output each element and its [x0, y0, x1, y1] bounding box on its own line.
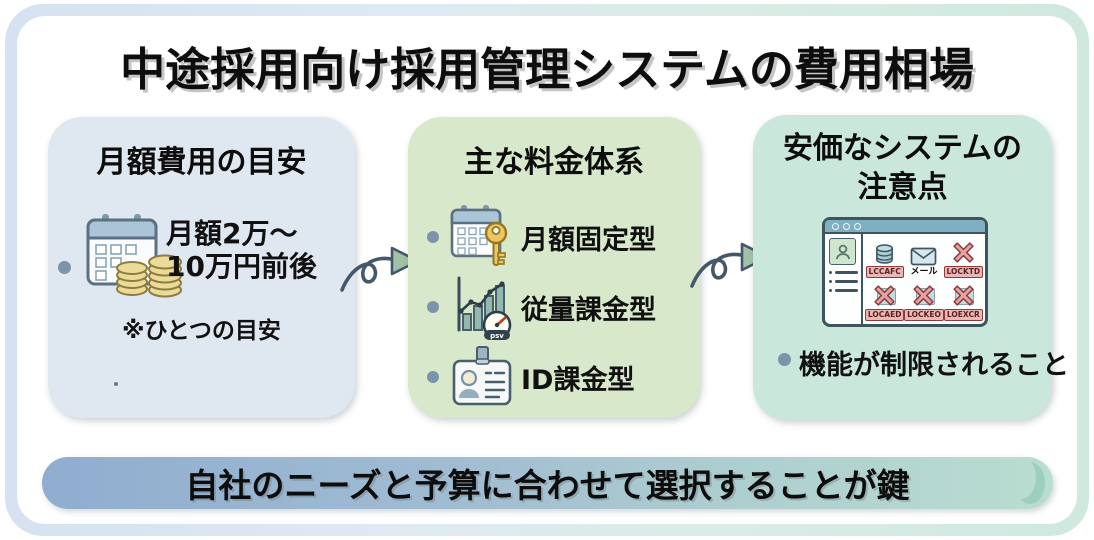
caution-bullet-text: 機能が制限されること	[799, 350, 1069, 381]
pricing-item-label: 従量課金型	[521, 294, 656, 326]
bullet-dot	[427, 371, 439, 383]
feature-label: LCCAFC	[865, 266, 904, 278]
window-dot-icon	[832, 222, 839, 230]
calendar-key-icon	[450, 205, 508, 266]
x-mark-icon	[874, 285, 895, 306]
x-mark-icon	[913, 285, 935, 306]
window-sidebar	[825, 234, 863, 324]
sidebar-list-item	[829, 289, 858, 292]
panel-caution: 安価なシステムの 注意点	[753, 115, 1069, 420]
bullet-dot	[427, 301, 439, 313]
chart-gauge-icon: psv	[457, 276, 512, 340]
squiggle-arrow-icon	[340, 246, 420, 292]
x-mark-icon	[953, 242, 974, 263]
caution-title-line-2: 注意点	[857, 170, 948, 205]
feature-label: LOEXCR	[943, 309, 983, 321]
page-title: 中途採用向け採用管理システムの費用相場	[120, 43, 974, 96]
feature-database: LCCAFC	[865, 236, 904, 278]
mail-icon	[911, 247, 937, 266]
pricing-item-label: 月額固定型	[521, 224, 656, 256]
app-window-illustration: LCCAFC メール	[822, 217, 988, 327]
sidebar-list-item	[829, 280, 858, 283]
database-icon	[876, 244, 894, 264]
feature-grid: LCCAFC メール	[863, 234, 985, 324]
pricing-item-fixed: 月額固定型	[408, 202, 700, 272]
bullet-dot	[778, 353, 791, 366]
monthly-cost-text: 月額2万〜 10万円前後	[166, 217, 317, 283]
feature-locked-3: LOCKEO	[904, 279, 944, 321]
bullet-dot	[427, 231, 439, 243]
x-mark-icon	[953, 285, 974, 306]
feature-label: LOCKTD	[943, 266, 984, 278]
feature-mail: メール	[905, 236, 942, 278]
window-dot-icon	[843, 222, 850, 230]
pricing-item-id: ID課金型	[408, 342, 700, 412]
speck-mark	[114, 382, 118, 386]
feature-locked-2: LOCAED	[864, 279, 905, 321]
pricing-item-label: ID課金型	[521, 364, 635, 396]
pricing-item-metered: psv 従量課金型	[408, 272, 700, 342]
cost-note: ※ひとつの目安	[122, 318, 281, 344]
panel-pricing-models: 主な料金体系	[408, 117, 700, 418]
feature-locked-1: LOCKTD	[943, 236, 984, 278]
panel-caution-title: 安価なシステムの 注意点	[753, 129, 1052, 207]
gauge-text: psv	[490, 332, 504, 340]
panel-monthly-cost-title: 月額費用の目安	[96, 145, 307, 180]
id-card-icon	[452, 346, 512, 406]
panel-pricing-title: 主な料金体系	[464, 145, 644, 180]
person-icon	[835, 244, 850, 259]
conclusion-banner: 自社のニーズと予算に合わせて選択することが鍵	[42, 457, 1053, 509]
feature-label: LOCAED	[864, 309, 905, 321]
banner-swoosh-decoration	[1015, 462, 1045, 504]
feature-locked-4: LOEXCR	[943, 279, 983, 321]
avatar	[829, 238, 856, 265]
bullet-dot	[58, 261, 71, 274]
panel-monthly-cost: 月額費用の目安 月額2万〜 10万円前後 ※ひとつの目安	[48, 117, 355, 418]
caution-title-line-1: 安価なシステムの	[782, 131, 1023, 166]
window-titlebar	[825, 220, 985, 234]
calendar-coins-icon	[86, 214, 182, 298]
conclusion-text: 自社のニーズと予算に合わせて選択することが鍵	[185, 466, 910, 505]
window-dot-icon	[854, 222, 861, 230]
sidebar-list-item	[829, 271, 858, 274]
cost-line-1: 月額2万〜	[166, 217, 298, 250]
feature-label: メール	[910, 267, 938, 277]
feature-label: LOCKEO	[904, 309, 944, 321]
cost-line-2: 10万円前後	[166, 250, 317, 283]
